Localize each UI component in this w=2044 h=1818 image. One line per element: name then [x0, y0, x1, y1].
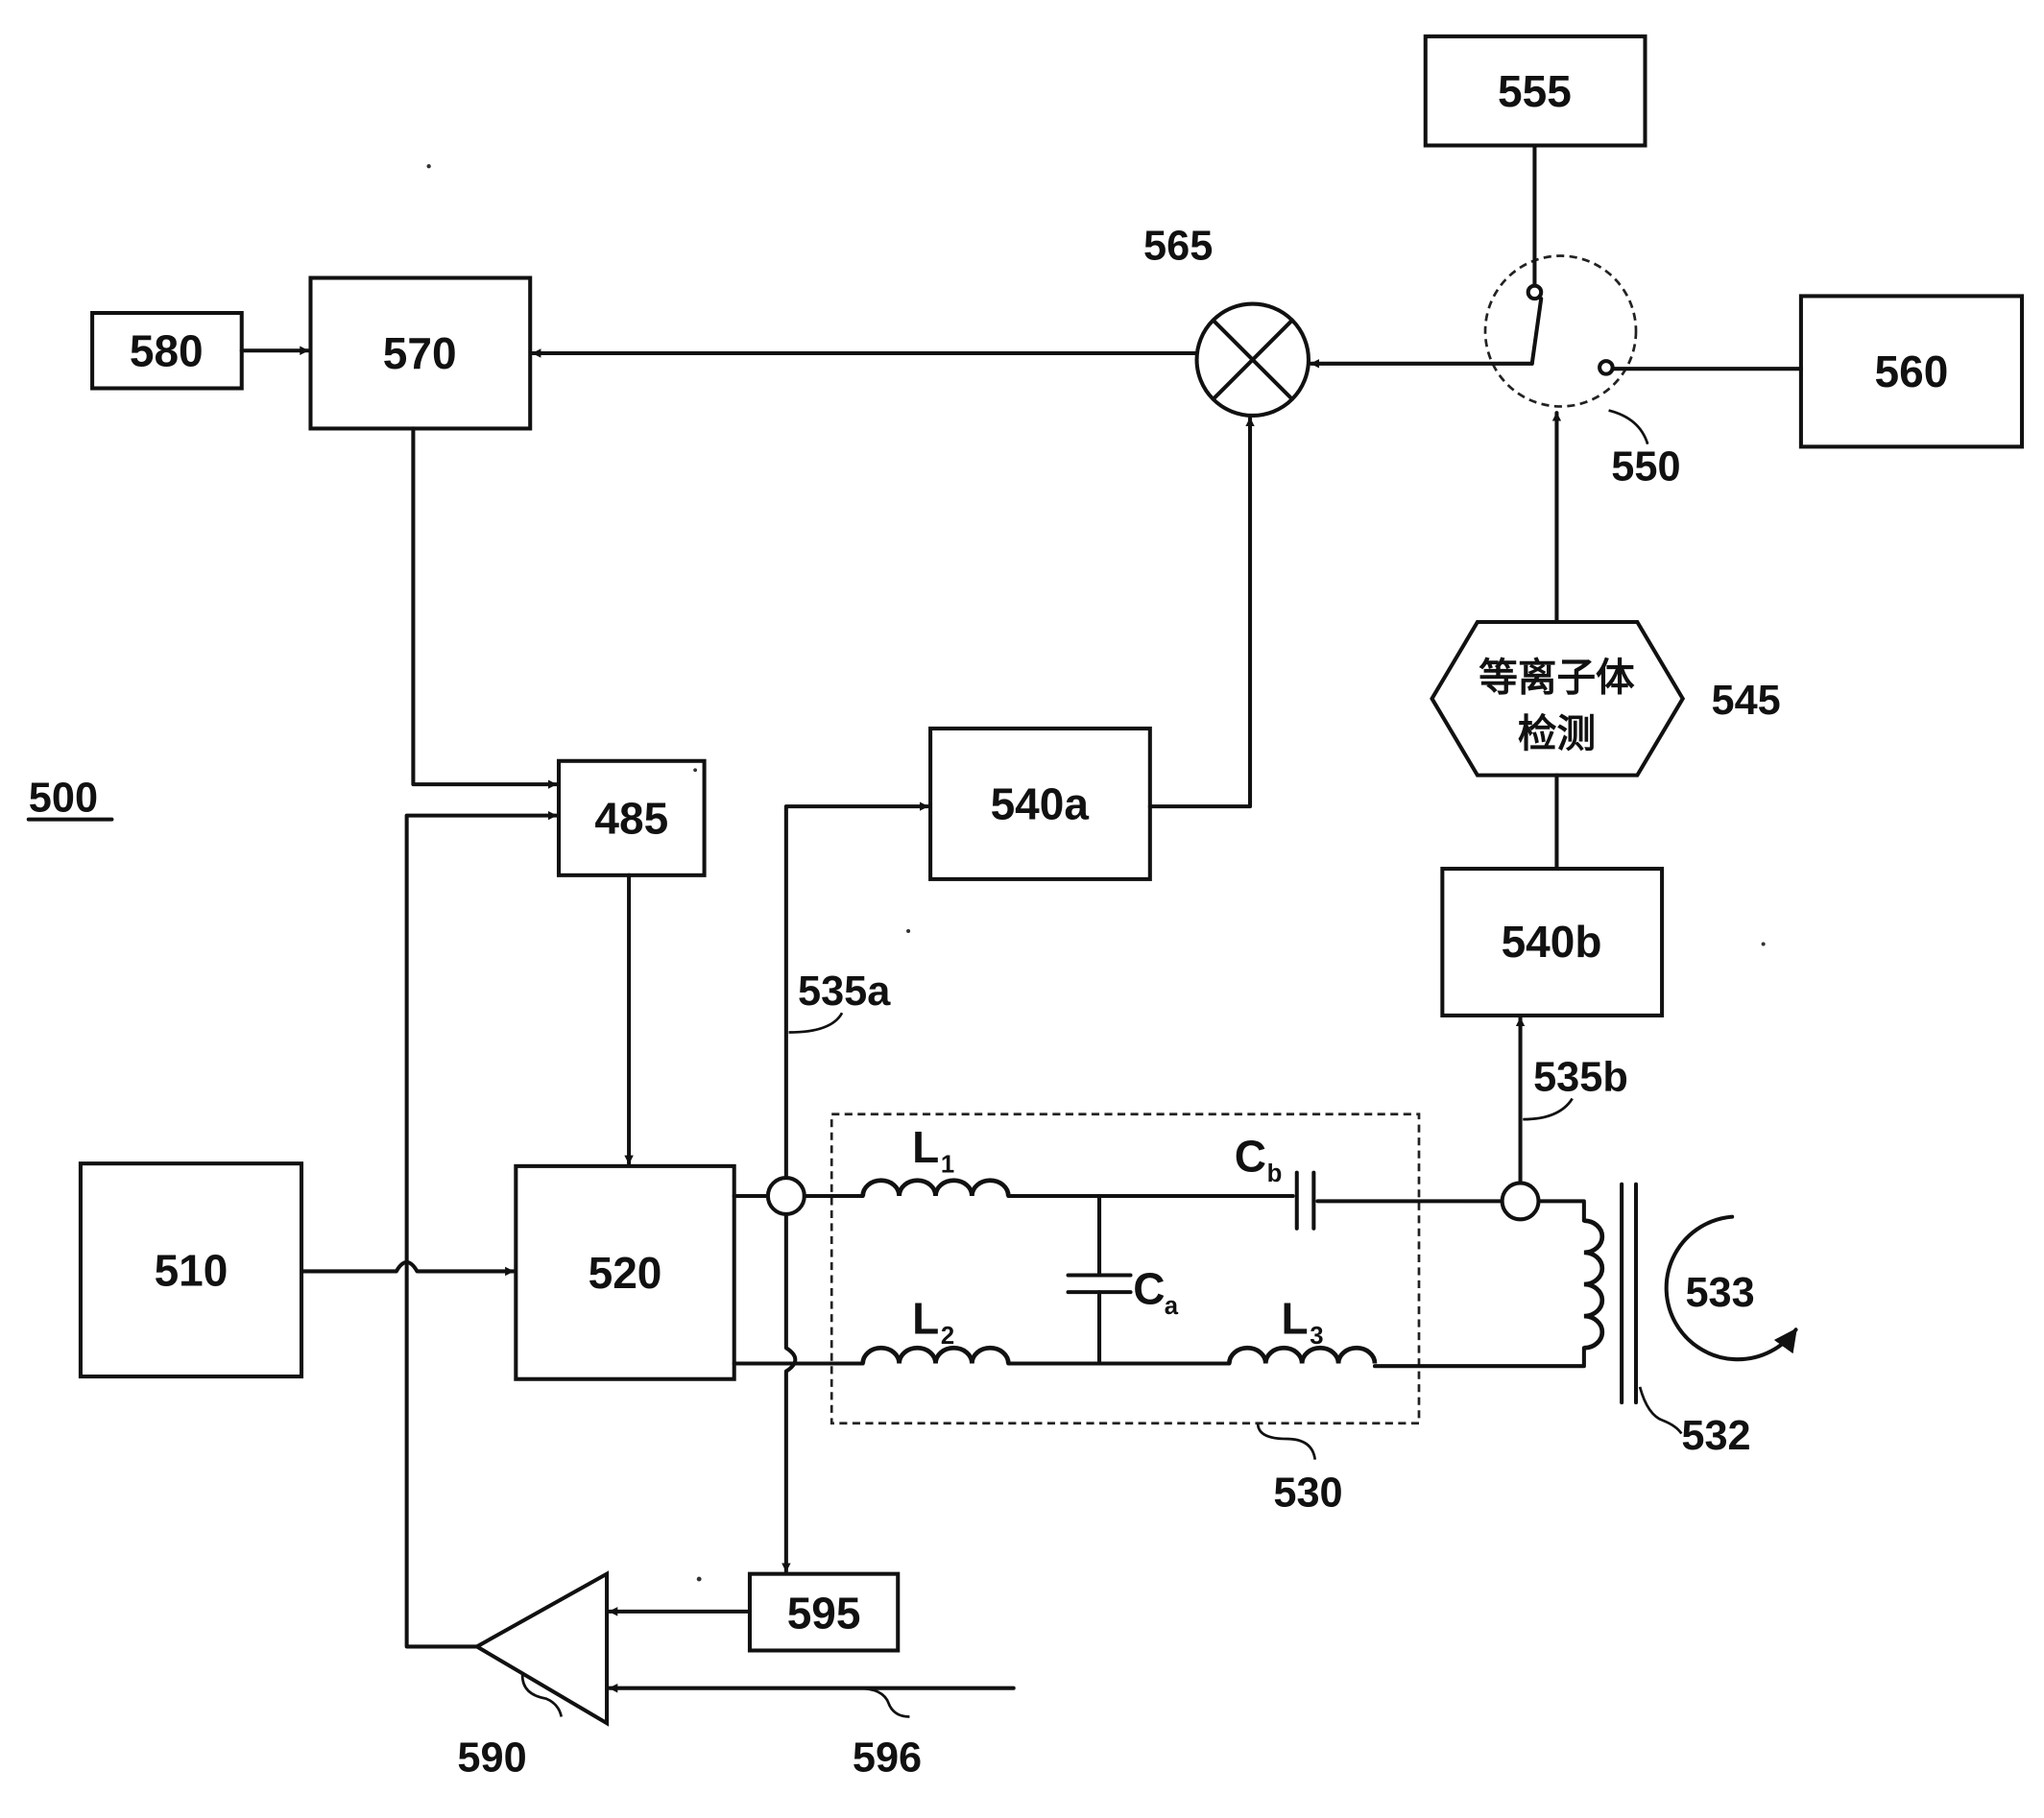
block-520: 520	[514, 1163, 736, 1381]
svg-text:510: 510	[155, 1245, 228, 1295]
wire-510-520	[299, 1259, 516, 1277]
label-ca: C a	[1133, 1263, 1178, 1320]
label-l2: L 2	[912, 1293, 954, 1350]
svg-text:520: 520	[589, 1248, 662, 1298]
block-510: 510	[78, 1161, 304, 1379]
label-l1: L 1	[912, 1122, 954, 1179]
svg-text:L: L	[912, 1122, 939, 1172]
block-540a: 540a	[928, 726, 1152, 881]
leader-596	[857, 1686, 910, 1718]
block-555: 555	[1423, 34, 1647, 148]
label-550: 550	[1611, 444, 1680, 490]
svg-text:L: L	[1282, 1293, 1309, 1343]
svg-text:595: 595	[787, 1588, 861, 1638]
svg-text:b: b	[1267, 1160, 1283, 1187]
label-535a: 535a	[798, 969, 891, 1015]
svg-text:等离子体: 等离子体	[1479, 655, 1635, 701]
sensor-node-a	[765, 1176, 806, 1216]
block-580: 580	[90, 311, 244, 391]
svg-text:检测: 检测	[1518, 710, 1596, 756]
block-595: 595	[747, 1571, 901, 1653]
svg-text:L: L	[912, 1293, 939, 1343]
label-596: 596	[853, 1734, 922, 1781]
inductor-l2	[860, 1345, 1011, 1364]
label-533: 533	[1685, 1270, 1754, 1316]
sensor-node-b	[1500, 1181, 1541, 1222]
figure-label: 500	[26, 776, 114, 822]
svg-text:570: 570	[383, 328, 457, 378]
label-545: 545	[1712, 678, 1781, 724]
wire-535a-595	[782, 1211, 798, 1573]
svg-text:a: a	[1165, 1293, 1179, 1320]
label-cb: C b	[1235, 1131, 1283, 1187]
matching-network-boundary	[830, 1112, 1421, 1425]
label-565: 565	[1143, 224, 1213, 270]
svg-text:560: 560	[1875, 347, 1949, 396]
inductor-l3	[1227, 1345, 1378, 1364]
scan-specks	[426, 164, 1766, 1582]
svg-text:540b: 540b	[1502, 917, 1602, 967]
svg-text:3: 3	[1310, 1323, 1323, 1350]
svg-text:C: C	[1235, 1131, 1266, 1181]
label-532: 532	[1681, 1413, 1750, 1459]
wire-540a-mixer	[1147, 416, 1255, 809]
leader-535b	[1523, 1097, 1574, 1121]
svg-text:580: 580	[130, 326, 204, 376]
wire-l3-coil	[1372, 1346, 1586, 1369]
svg-text:1: 1	[941, 1152, 954, 1179]
wire-535a-540a	[783, 801, 930, 1179]
svg-text:555: 555	[1498, 66, 1572, 116]
wire-570-485	[411, 426, 559, 789]
wire-590-485	[404, 810, 559, 1649]
svg-text:2: 2	[941, 1323, 954, 1350]
switch-symbol	[1483, 254, 1649, 445]
label-l3: L 3	[1282, 1293, 1324, 1350]
label-590: 590	[457, 1734, 526, 1781]
block-570: 570	[308, 275, 533, 431]
leader-532	[1638, 1386, 1683, 1435]
leader-530	[1256, 1423, 1317, 1460]
svg-text:500: 500	[29, 776, 98, 822]
block-485: 485	[556, 758, 707, 877]
mixer-symbol	[1194, 301, 1311, 418]
label-530: 530	[1273, 1470, 1342, 1516]
block-560: 560	[1798, 294, 2025, 449]
leader-535a	[788, 1012, 844, 1034]
svg-text:485: 485	[594, 794, 668, 844]
amplifier-symbol	[472, 1570, 610, 1727]
block-540b: 540b	[1440, 867, 1665, 1017]
plasma-rotation-arrow	[1664, 1214, 1798, 1362]
wire-node-coil	[1536, 1199, 1586, 1223]
svg-text:C: C	[1133, 1263, 1165, 1313]
label-535b: 535b	[1533, 1054, 1628, 1100]
antenna-coil	[1583, 1218, 1605, 1351]
plasma-detection-block: 等离子体 检测	[1430, 619, 1686, 777]
svg-text:540a: 540a	[991, 779, 1090, 829]
inductor-l1	[860, 1178, 1011, 1197]
